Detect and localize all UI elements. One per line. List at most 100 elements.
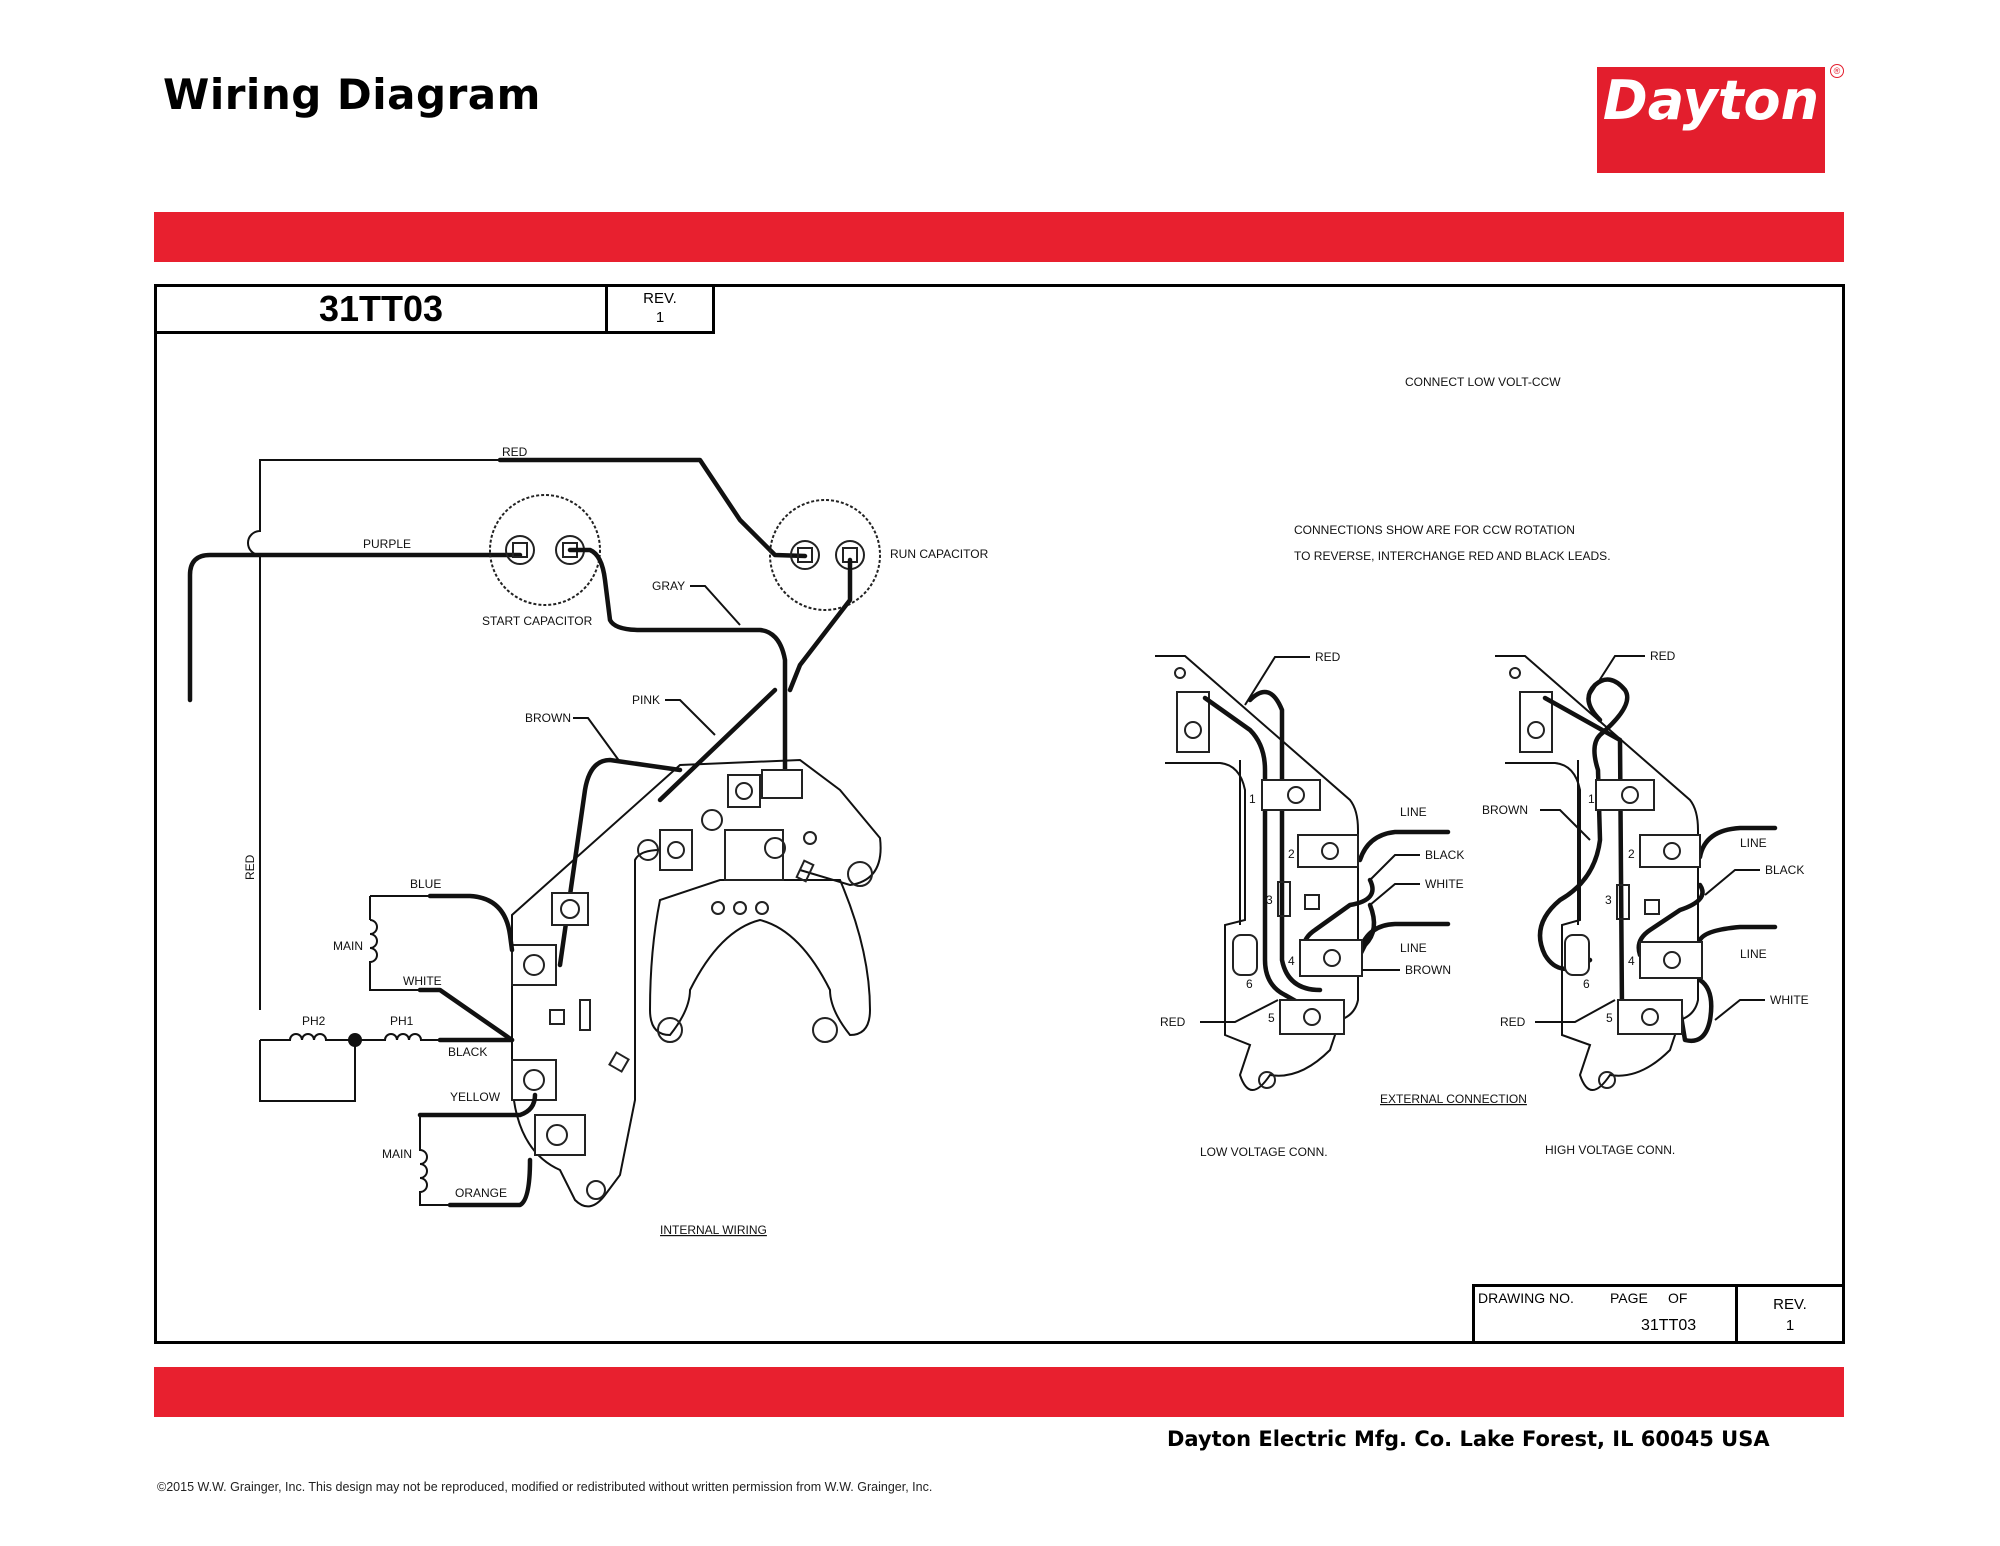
board-square [549, 1009, 565, 1025]
purple-wire [187, 552, 523, 703]
drawing-number: 31TT03 [157, 287, 608, 334]
leader-brown [573, 717, 621, 763]
label-run-capacitor: RUN CAPACITOR [890, 547, 989, 561]
hv-mount-hole [1598, 1071, 1616, 1089]
title-block-rev-label: REV. [1773, 1296, 1807, 1313]
drawing-no-label: DRAWING NO. [1478, 1290, 1574, 1306]
leader-gray [690, 585, 741, 626]
centrifugal-switch [648, 879, 872, 1037]
orange-wire [447, 1157, 533, 1208]
hv-label-red-bottom: RED [1500, 1015, 1526, 1029]
blue-wire-lead [369, 895, 430, 920]
title-block-rev-cell: REV. 1 [1738, 1287, 1842, 1341]
revision-label: REV. [643, 290, 677, 307]
registered-mark-icon: ® [1830, 64, 1844, 78]
blue-wire [427, 893, 515, 953]
drawing-frame [154, 284, 1845, 1344]
hv-line2-wire [1697, 924, 1778, 943]
dayton-logo: Dayton [1597, 67, 1825, 173]
lv-line1-wire [1357, 829, 1451, 863]
brown-wire [557, 757, 683, 968]
hv-line1-wire [1697, 825, 1778, 860]
switch-dot-3 [755, 901, 769, 915]
revision-value: 1 [655, 309, 665, 326]
hv-num-3: 3 [1605, 893, 1612, 907]
label-red-side: RED [243, 854, 257, 880]
run-capacitor [769, 499, 881, 611]
label-ph2: PH2 [302, 1014, 326, 1028]
company-address: Dayton Electric Mfg. Co. Lake Forest, IL… [1167, 1427, 1770, 1451]
lv-num-1: 1 [1249, 792, 1256, 806]
lv-terminal-1 [1261, 779, 1321, 811]
switch-hole-left [657, 1017, 683, 1043]
title-block-rev-value: 1 [1785, 1317, 1795, 1334]
label-pink: PINK [632, 693, 660, 707]
terminal-board-t1 [551, 892, 589, 926]
lv-hole-top [1174, 667, 1186, 679]
board-diamond [608, 1051, 630, 1073]
label-red-top: RED [502, 445, 528, 459]
mount-hole-b [701, 809, 723, 831]
hv-caption: HIGH VOLTAGE CONN. [1545, 1143, 1675, 1157]
hv-leader-brown [1540, 809, 1591, 841]
revision-box: REV. 1 [608, 287, 715, 334]
ph-coils [260, 1033, 440, 1041]
lv-terminal-5-screw [1303, 1008, 1321, 1026]
start-capacitor [489, 494, 601, 606]
label-main-lower: MAIN [382, 1147, 412, 1161]
label-start-capacitor: START CAPACITOR [482, 614, 593, 628]
lv-leader-red-top [1244, 656, 1310, 706]
terminal-board-lower [511, 849, 661, 1208]
lv-terminal-4-screw [1323, 949, 1341, 967]
mount-hole-d [847, 861, 873, 887]
hv-num-2: 2 [1628, 847, 1635, 861]
terminal-switch-left-screw [667, 841, 685, 859]
lv-wire-a [1202, 695, 1323, 1018]
terminal-board-t4-screw [546, 1124, 568, 1146]
switch-dot-1 [711, 901, 725, 915]
terminal-board-t3-screw [523, 1069, 545, 1091]
red-wire-left [247, 459, 700, 1010]
internal-wiring: RED PURPLE GRAY START CAPACITOR RUN CAPA… [187, 445, 989, 1237]
lv-label-line1: LINE [1400, 805, 1427, 819]
start-cap-terminal-1 [505, 535, 535, 565]
red-wire-bottom [259, 1040, 356, 1102]
hv-terminal-2-screw [1663, 842, 1681, 860]
hv-label-line2: LINE [1740, 947, 1767, 961]
red-wire-top [497, 457, 808, 559]
label-gray: GRAY [652, 579, 685, 593]
switch-dot-2 [733, 901, 747, 915]
lv-leader-black [1369, 854, 1420, 881]
terminal-board-t2 [511, 944, 557, 986]
lv-label-brown: BROWN [1405, 963, 1451, 977]
hv-leader-red-bottom [1535, 999, 1616, 1023]
mount-hole-c [764, 837, 786, 859]
lv-num-3: 3 [1266, 893, 1273, 907]
external-connection-caption: EXTERNAL CONNECTION [1380, 1092, 1527, 1106]
run-cap-terminal-1-square [797, 547, 813, 563]
pink-wire [657, 687, 778, 803]
hv-leader-black [1704, 869, 1760, 896]
switch-terminal-top-tab [761, 769, 803, 799]
lv-leader-red-bottom [1200, 999, 1279, 1023]
label-blue: BLUE [410, 877, 441, 891]
page-label: PAGE [1610, 1290, 1648, 1306]
hv-leader-red-top [1589, 655, 1645, 696]
hv-terminal-5-screw [1641, 1008, 1659, 1026]
hv-num-4: 4 [1628, 954, 1635, 968]
label-orange: ORANGE [455, 1186, 507, 1200]
lv-top-terminal-screw [1184, 721, 1202, 739]
hv-wire-brown-loop [1537, 677, 1630, 971]
slot [795, 859, 815, 883]
lv-terminal-2-screw [1321, 842, 1339, 860]
lv-wire-red [1247, 689, 1323, 993]
run-cap-wire [787, 557, 853, 693]
hv-black-wire [1636, 882, 1705, 958]
high-voltage-connection: 1 2 3 4 5 6 RED BROWN LINE BLACK LINE WH… [1482, 649, 1809, 1157]
lv-leader-white [1369, 883, 1420, 906]
hv-label-white: WHITE [1770, 993, 1809, 1007]
hv-hole-top [1509, 667, 1521, 679]
hv-label-line1: LINE [1740, 836, 1767, 850]
logo-text: Dayton [1602, 69, 1820, 132]
